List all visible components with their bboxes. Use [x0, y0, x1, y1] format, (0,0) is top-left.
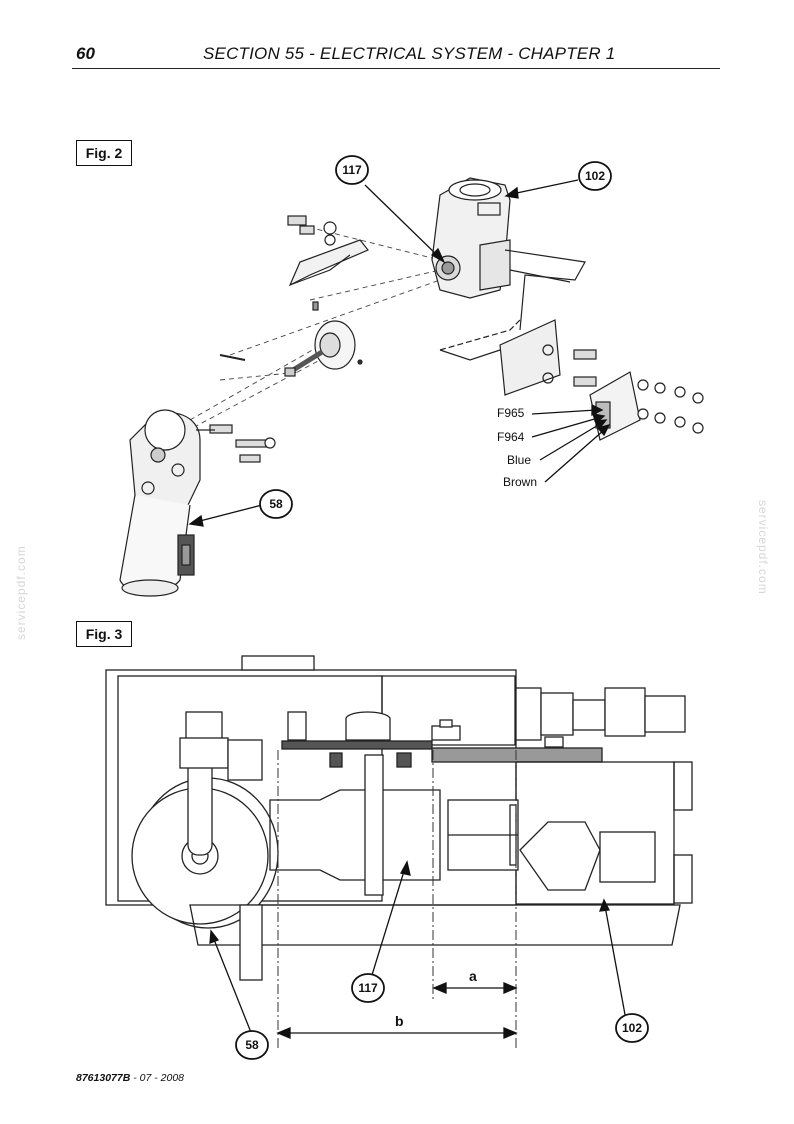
fig3-label: Fig. 3 [76, 621, 132, 647]
fig3-callout-58: 58 [245, 1038, 259, 1052]
wire-label-blue: Blue [507, 453, 532, 467]
wire-label-f965: F965 [497, 406, 525, 420]
fig2-callout-102: 102 [584, 169, 606, 183]
document-code: 87613077B [76, 1072, 131, 1084]
dimension-b: b [395, 1013, 404, 1029]
wire-label-brown: Brown [503, 475, 538, 489]
fig2-label: Fig. 2 [76, 140, 132, 166]
page-number: 60 [76, 44, 95, 63]
document-date: - 07 - 2008 [133, 1072, 185, 1084]
footer: 87613077B - 07 - 2008 [76, 1072, 184, 1084]
fig3-callout-102: 102 [621, 1021, 643, 1035]
header-rule [72, 68, 720, 69]
section-title: SECTION 55 - ELECTRICAL SYSTEM - CHAPTER… [203, 44, 616, 63]
fig2-callout-117: 117 [342, 163, 362, 177]
wire-label-f964: F964 [497, 430, 525, 444]
fig2-callout-58: 58 [269, 497, 283, 511]
fig3-callout-117: 117 [358, 981, 378, 995]
dimension-a: a [469, 968, 477, 984]
